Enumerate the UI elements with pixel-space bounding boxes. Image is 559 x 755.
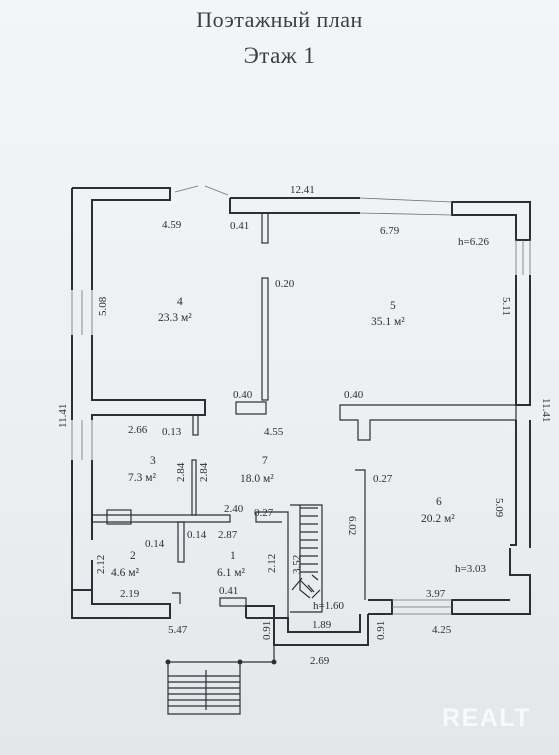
dim-pillar-left: 0.40 [233,389,253,401]
dim-bath-gap1: 0.14 [145,538,165,550]
wall-left [71,335,93,591]
dim-room5-height: 5.11 [500,297,512,316]
dim-stair-offset: 0.27 [254,507,274,519]
room-7-number: 7 [262,455,268,467]
dim-corridor-step: 0.13 [162,426,182,438]
room-3-number: 3 [150,455,156,467]
entrance-porch [165,618,277,715]
dim-top-offset: 0.41 [230,220,249,232]
dim-bottom-right: 4.25 [432,624,452,636]
floor-subtitle: Этаж 1 [243,43,316,68]
dim-pillar-right: 0.40 [344,389,364,401]
room-6-area: 20.2 м² [421,513,455,525]
dim-room2-width: 2.19 [120,588,140,600]
dim-height-upper: h=6.26 [458,236,489,248]
room-6-number: 6 [436,496,442,508]
room-2-number: 2 [130,550,136,562]
wall-left-inner [91,335,206,420]
room-3-area: 7.3 м² [128,472,157,484]
dim-height-room6: h=3.03 [455,563,486,575]
dim-stair-bottom: 1.89 [312,619,332,631]
dim-room3-h2: 2.84 [198,462,210,482]
wall-bottom-left [71,590,171,619]
dim-porch-width: 5.47 [168,624,188,636]
room-labels: 4 23.3 м² 5 35.1 м² 3 7.3 м² 7 18.0 м² 6… [111,296,455,579]
room-5-number: 5 [390,300,396,312]
wall-right [510,275,531,546]
wall-bottom-right [368,599,393,615]
outer-walls [71,187,531,646]
dim-room4-width: 4.59 [162,219,182,231]
dim-top-total: 12.41 [290,184,315,196]
dim-entry-offset: 0.41 [219,585,238,597]
room-7-area: 18.0 м² [240,473,274,485]
dim-corridor-width: 4.55 [264,426,284,438]
wall-right-lower [451,420,531,615]
dim-left-height: 11.41 [57,404,69,428]
dim-room6-bottom: 3.97 [426,588,446,600]
dim-room6-height: 5.09 [493,498,505,518]
dim-porch-depth-right: 0.91 [375,621,387,640]
dim-right-height: 11.41 [540,398,552,422]
dim-room1-height: 2.12 [266,554,278,573]
wall-top-left [72,187,171,290]
room-1-number: 1 [230,550,236,562]
dim-room4-height: 5.08 [97,296,109,316]
wall-top-right-2 [451,201,531,241]
dim-hall-width: 2.87 [218,529,238,541]
windows [71,185,531,615]
room-4-number: 4 [177,296,183,308]
dimension-labels: 12.41 11.41 11.41 4.59 5.08 0.41 6.79 h=… [57,184,552,667]
dim-stair-height: h=1.60 [313,600,344,612]
dim-stair-run: 3.52 [291,555,303,574]
dim-partition: 0.20 [275,278,295,290]
wall-top-right [229,197,360,214]
dim-porch-depth-left: 0.91 [261,621,273,640]
realt-watermark: REALT [442,704,531,732]
dim-room5-width: 6.79 [380,225,400,237]
room-5-area: 35.1 м² [371,316,405,328]
dim-room6-offset: 0.27 [373,473,393,485]
dim-room3-h1: 2.84 [175,462,187,482]
dim-porch-bottom: 2.69 [310,655,330,667]
dim-room2-height: 2.12 [95,555,107,574]
dim-bath-gap2: 0.14 [187,529,207,541]
wall-left-upper [71,188,93,290]
room-1-area: 6.1 м² [217,567,246,579]
staircase [290,504,323,613]
interior-walls [92,212,517,632]
dim-corridor-left: 2.66 [128,424,148,436]
dim-room6-depth: 6.02 [346,516,358,535]
room-2-area: 4.6 м² [111,567,140,579]
room-4-area: 23.3 м² [158,312,192,324]
plan-title: Поэтажный план [196,7,363,32]
dim-stair-width: 2.40 [224,503,244,515]
